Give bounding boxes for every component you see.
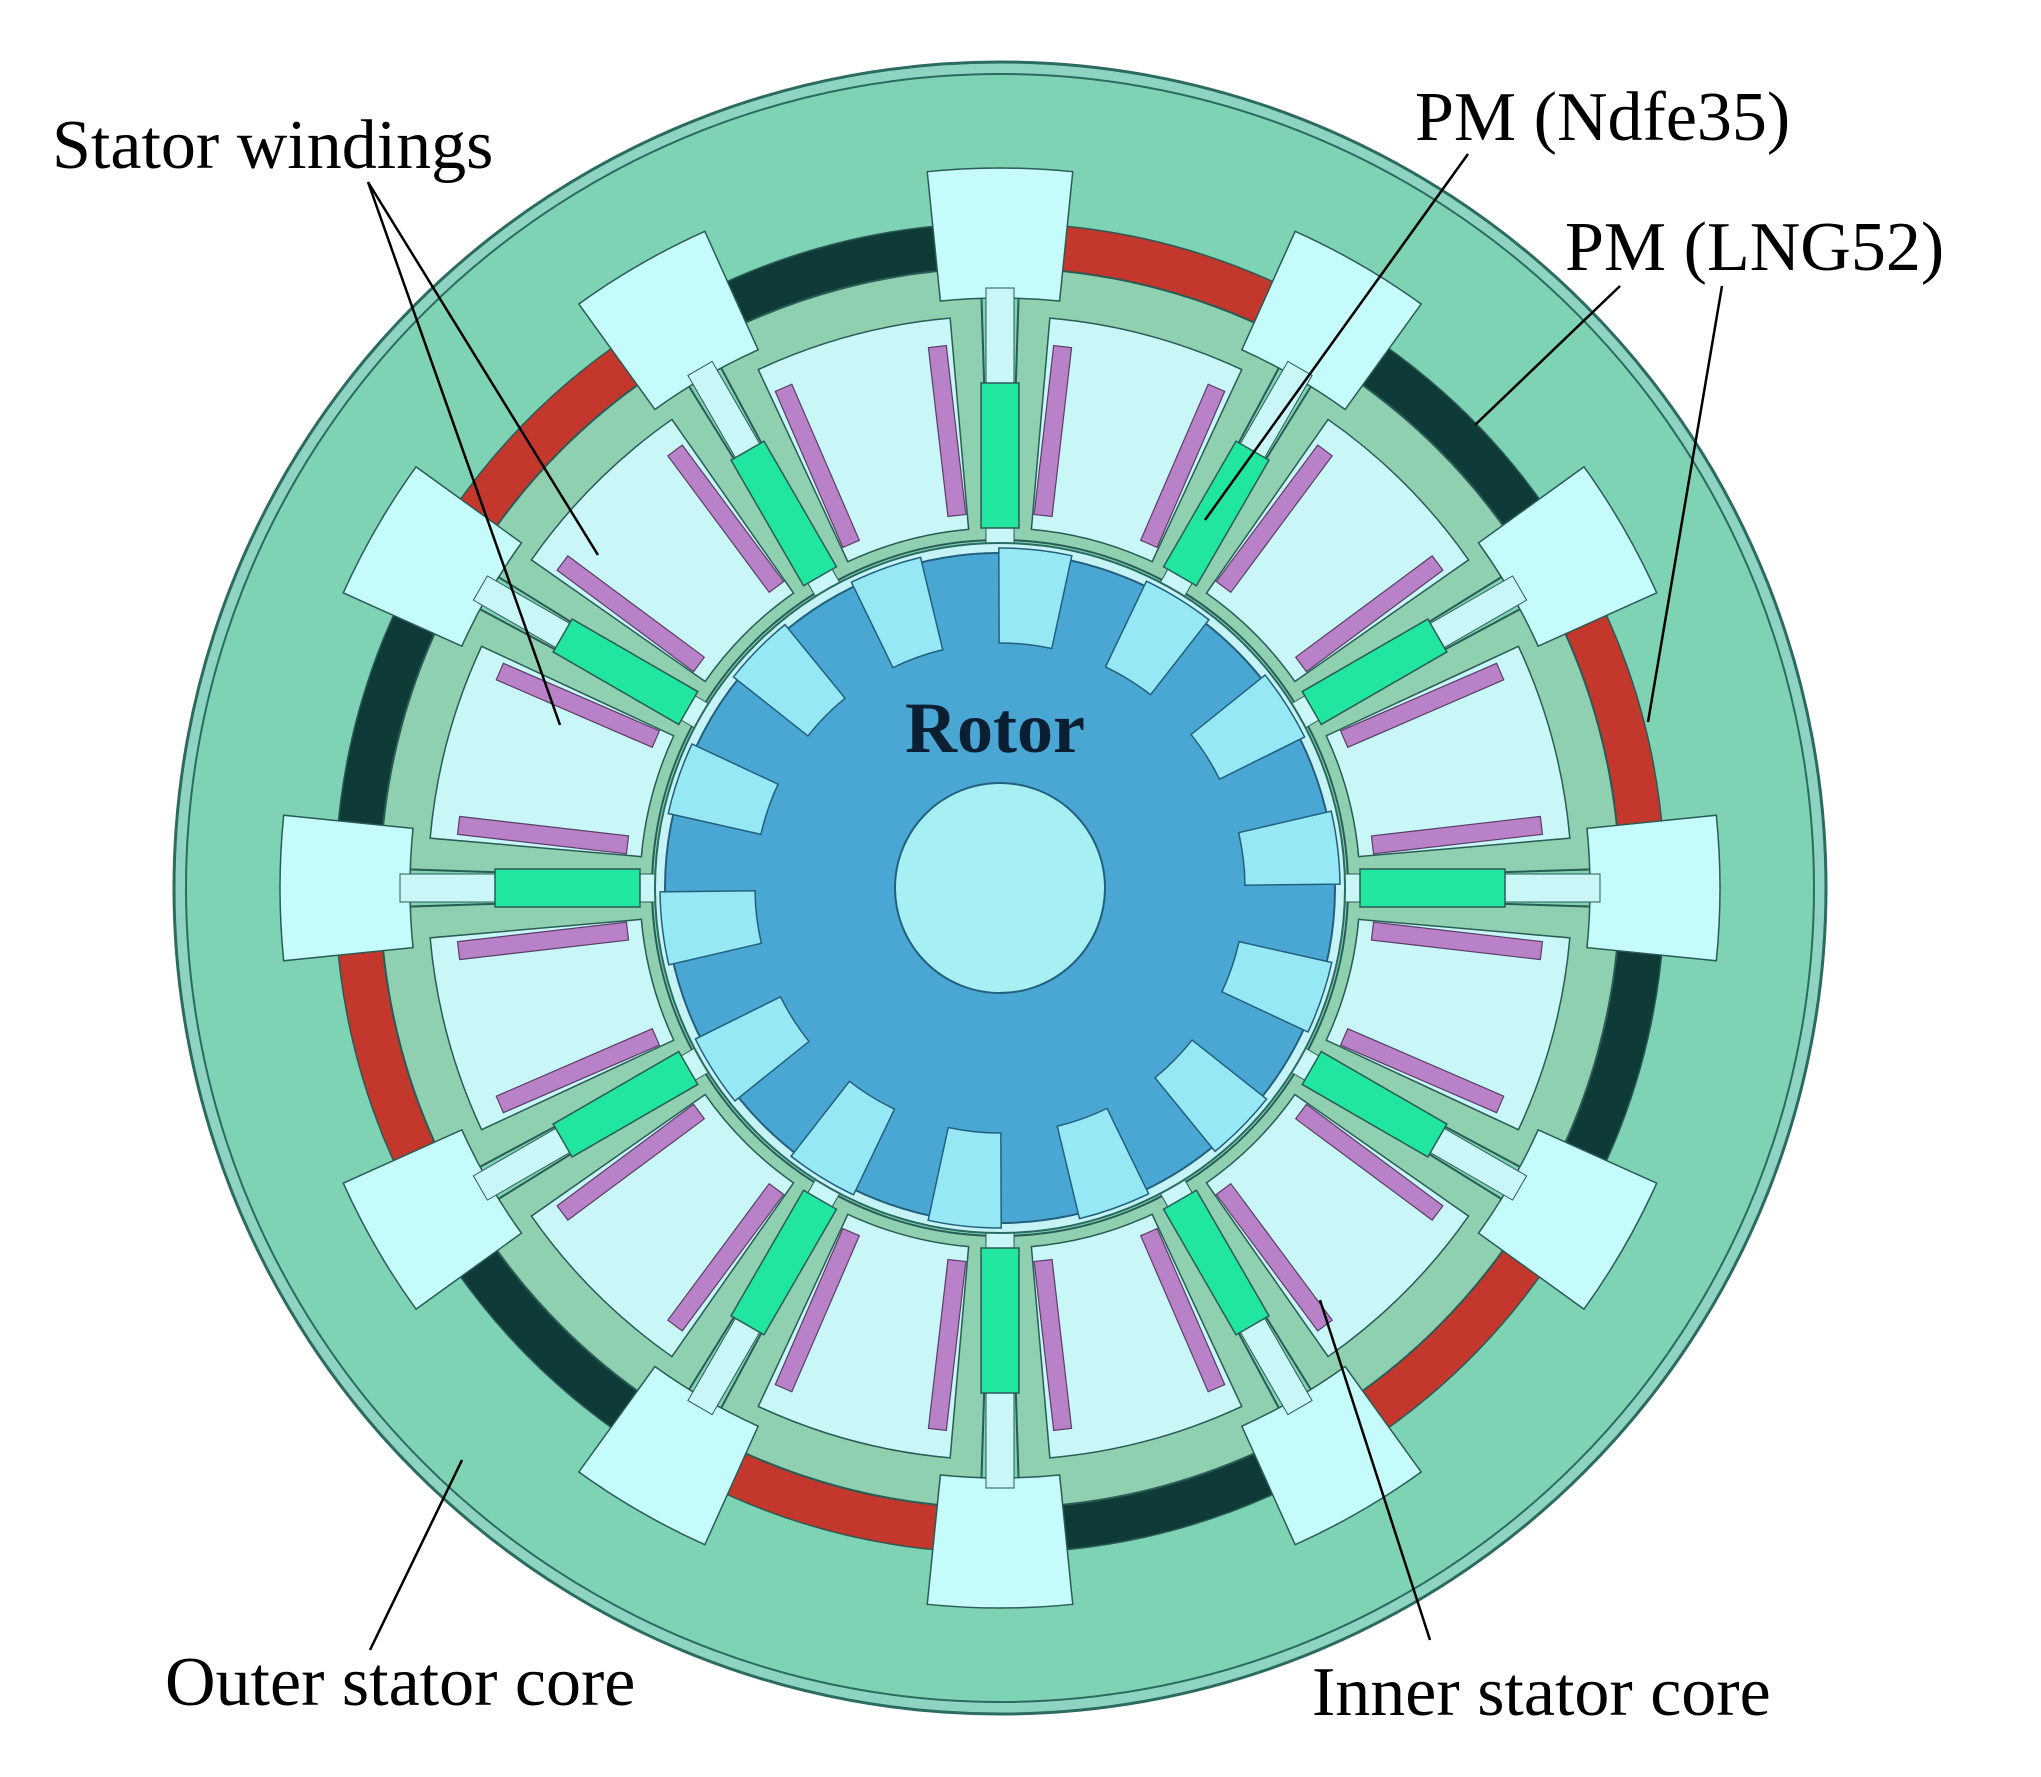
rotor-slot — [850, 556, 944, 669]
rotor-slot — [1237, 810, 1341, 886]
leader-windings-2 — [366, 181, 562, 726]
winding-bar — [1370, 921, 1544, 961]
winding-bar — [666, 1182, 785, 1332]
winding-bar — [556, 554, 706, 673]
winding-bar — [1339, 1027, 1505, 1114]
pm-ndfe35 — [730, 1189, 838, 1336]
winding-bar — [1215, 444, 1334, 594]
rotor-slot — [732, 623, 847, 737]
tooth-cap — [1586, 814, 1721, 962]
winding-bar — [495, 1027, 661, 1114]
label-stator-windings: Stator windings — [52, 107, 493, 184]
stator-slot — [1325, 918, 1571, 1131]
rotor-slot — [694, 995, 811, 1102]
leader-windings-1 — [366, 181, 600, 556]
leader-lines — [366, 153, 1724, 1651]
rotor-slot — [659, 890, 763, 966]
label-pm-lng52: PM (LNG52) — [1565, 209, 1944, 286]
stator-slot — [429, 918, 675, 1131]
stator-slot — [1325, 645, 1571, 858]
pm-ndfe35 — [1301, 618, 1448, 726]
label-rotor: Rotor — [905, 688, 1085, 768]
leader-outer-core — [368, 1459, 464, 1651]
winding-bar — [1139, 383, 1226, 549]
leader-ndfe — [1203, 153, 1470, 521]
winding-bar — [1033, 344, 1073, 518]
rotor-slot — [1220, 940, 1333, 1033]
winding-bar — [666, 444, 785, 594]
rotor-slots — [659, 547, 1341, 1229]
winding-bar — [1139, 1227, 1226, 1393]
rotor-slot — [1153, 1039, 1268, 1153]
pm-ndfe35 — [980, 1247, 1020, 1394]
pm-ndfe35 — [1162, 1189, 1270, 1336]
pm-ndfe35 — [730, 440, 838, 587]
winding-bar — [774, 383, 861, 549]
winding-bar — [1033, 1258, 1073, 1432]
stator-slot — [1030, 317, 1243, 563]
winding-bar — [1215, 1182, 1334, 1332]
winding-bar — [1294, 1103, 1444, 1222]
winding-bar — [495, 662, 661, 749]
pm-ndfe35 — [494, 868, 641, 908]
pm-ndfe35 — [1162, 440, 1270, 587]
pm-ndfe35 — [552, 618, 699, 726]
pm-ndfe35 — [1301, 1050, 1448, 1158]
rotor-slot — [667, 743, 780, 836]
pm-ndfe35 — [552, 1050, 699, 1158]
inner-stator-core — [379, 267, 1621, 1509]
leader-lng-1 — [1474, 285, 1621, 426]
stator-slot — [1205, 1093, 1470, 1358]
pm-ndfe35 — [1359, 868, 1506, 908]
tooth-cap — [279, 814, 414, 962]
shaft — [894, 782, 1106, 994]
winding-bar — [774, 1227, 861, 1393]
rotor-slot — [927, 1126, 1002, 1229]
pm-ndfe35 — [980, 382, 1020, 529]
stator-slot — [530, 1093, 795, 1358]
winding-bar — [456, 921, 630, 961]
label-outer-stator-core: Outer stator core — [165, 1644, 635, 1721]
rotor-slot — [1189, 674, 1306, 781]
outer-permanent-magnets — [335, 223, 1665, 1553]
leader-lng-2 — [1646, 285, 1724, 723]
winding-bar — [456, 815, 630, 855]
winding-bar — [927, 344, 967, 518]
winding-bar — [1339, 662, 1505, 749]
label-inner-stator-core: Inner stator core — [1312, 1654, 1771, 1731]
winding-bar — [556, 1103, 706, 1222]
tooth-cap — [926, 1474, 1074, 1609]
winding-bar — [1370, 815, 1544, 855]
stator-slot — [757, 1213, 970, 1459]
stator-slot — [757, 317, 970, 563]
stator-slot — [429, 645, 675, 858]
tooth-cap — [926, 167, 1074, 302]
stator-slot — [530, 418, 795, 683]
rotor-slot — [790, 1080, 896, 1196]
label-pm-ndfe35: PM (Ndfe35) — [1415, 79, 1790, 156]
stator-slot — [1205, 418, 1470, 683]
stator-slot — [1030, 1213, 1243, 1459]
rotor-slot — [998, 547, 1073, 650]
winding-bar — [927, 1258, 967, 1432]
leader-inner-core — [1318, 1299, 1432, 1641]
winding-bar — [1294, 554, 1444, 673]
pm-ndfe35-magnets — [494, 382, 1506, 1394]
rotor-slot — [1056, 1107, 1150, 1220]
rotor-slot — [1104, 580, 1210, 696]
stator-windings — [456, 344, 1544, 1432]
